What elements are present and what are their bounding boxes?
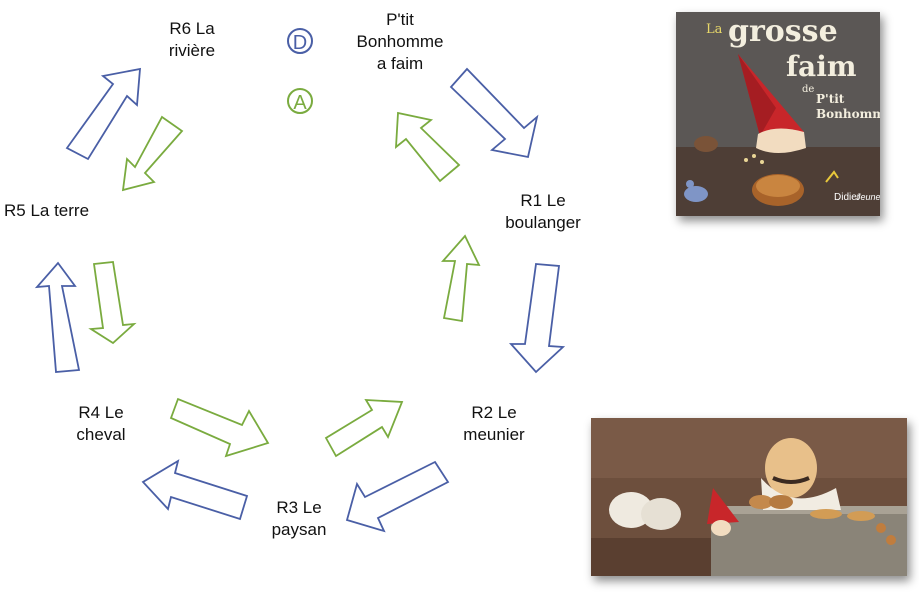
legend-arrivee-badge: A	[287, 88, 313, 114]
book-page-illustration	[591, 418, 907, 576]
cover-title-faim: faim	[786, 50, 857, 83]
node-r1-line-1: R1 Le	[520, 191, 566, 210]
cover-title-de: de	[802, 84, 815, 95]
node-r1: R1 Le boulanger	[490, 190, 596, 234]
node-r5-line-1: R5 La terre	[4, 201, 90, 220]
arrow-d-r5-to-r6	[65, 67, 141, 161]
node-r3: R3 Le paysan	[256, 497, 342, 541]
arrow-d-r1-to-r2	[508, 263, 566, 374]
node-r2: R2 Le meunier	[444, 402, 544, 446]
node-r4: R4 Le cheval	[56, 402, 146, 446]
arrow-a-r5-to-r4	[88, 261, 137, 345]
node-r6: R6 La rivière	[140, 18, 244, 62]
node-r2-line-2: meunier	[463, 425, 525, 444]
node-start-line-2: Bonhomme	[356, 32, 444, 51]
node-r4-line-1: R4 Le	[78, 403, 124, 422]
node-r3-line-2: paysan	[271, 520, 327, 539]
book-cover-image: La grosse faim de P'tit Bonhomme Didier …	[676, 12, 880, 216]
node-r2-line-1: R2 Le	[471, 403, 517, 422]
arrow-d-start-to-r1	[449, 67, 539, 159]
arrow-d-r3-to-r4	[141, 459, 249, 521]
arrow-a-r4-to-r3	[169, 397, 270, 458]
arrow-a-r6-to-r5	[121, 115, 184, 192]
cover-title-ptit: P'tit	[816, 92, 845, 106]
arrow-a-r1-to-start	[394, 111, 461, 183]
node-start: P'tit Bonhomme a faim	[340, 9, 460, 75]
cover-publisher-series: Jeunesse	[856, 192, 880, 202]
legend-depart-badge: D	[287, 28, 313, 54]
cover-title-grosse: grosse	[728, 14, 838, 49]
arrow-d-r2-to-r3	[345, 460, 450, 533]
arrow-d-r4-to-r5	[34, 261, 81, 373]
node-r3-line-1: R3 Le	[276, 498, 322, 517]
cover-title-bonhomme: Bonhomme	[816, 107, 880, 121]
node-r4-line-2: cheval	[76, 425, 126, 444]
node-r5: R5 La terre	[4, 200, 104, 222]
cover-publisher: Didier	[834, 192, 861, 203]
node-r1-line-2: boulanger	[505, 213, 581, 232]
node-start-line-1: P'tit	[386, 10, 414, 29]
node-r6-line-2: rivière	[168, 41, 216, 60]
arrow-a-r2-to-r1	[441, 234, 481, 323]
book-cover-illustration	[676, 12, 880, 216]
node-start-line-3: a faim	[376, 54, 424, 73]
arrow-a-r3-to-r2	[324, 399, 404, 458]
book-page-image	[591, 418, 907, 576]
node-r6-line-1: R6 La	[169, 19, 215, 38]
cover-title-la: La	[706, 22, 723, 37]
